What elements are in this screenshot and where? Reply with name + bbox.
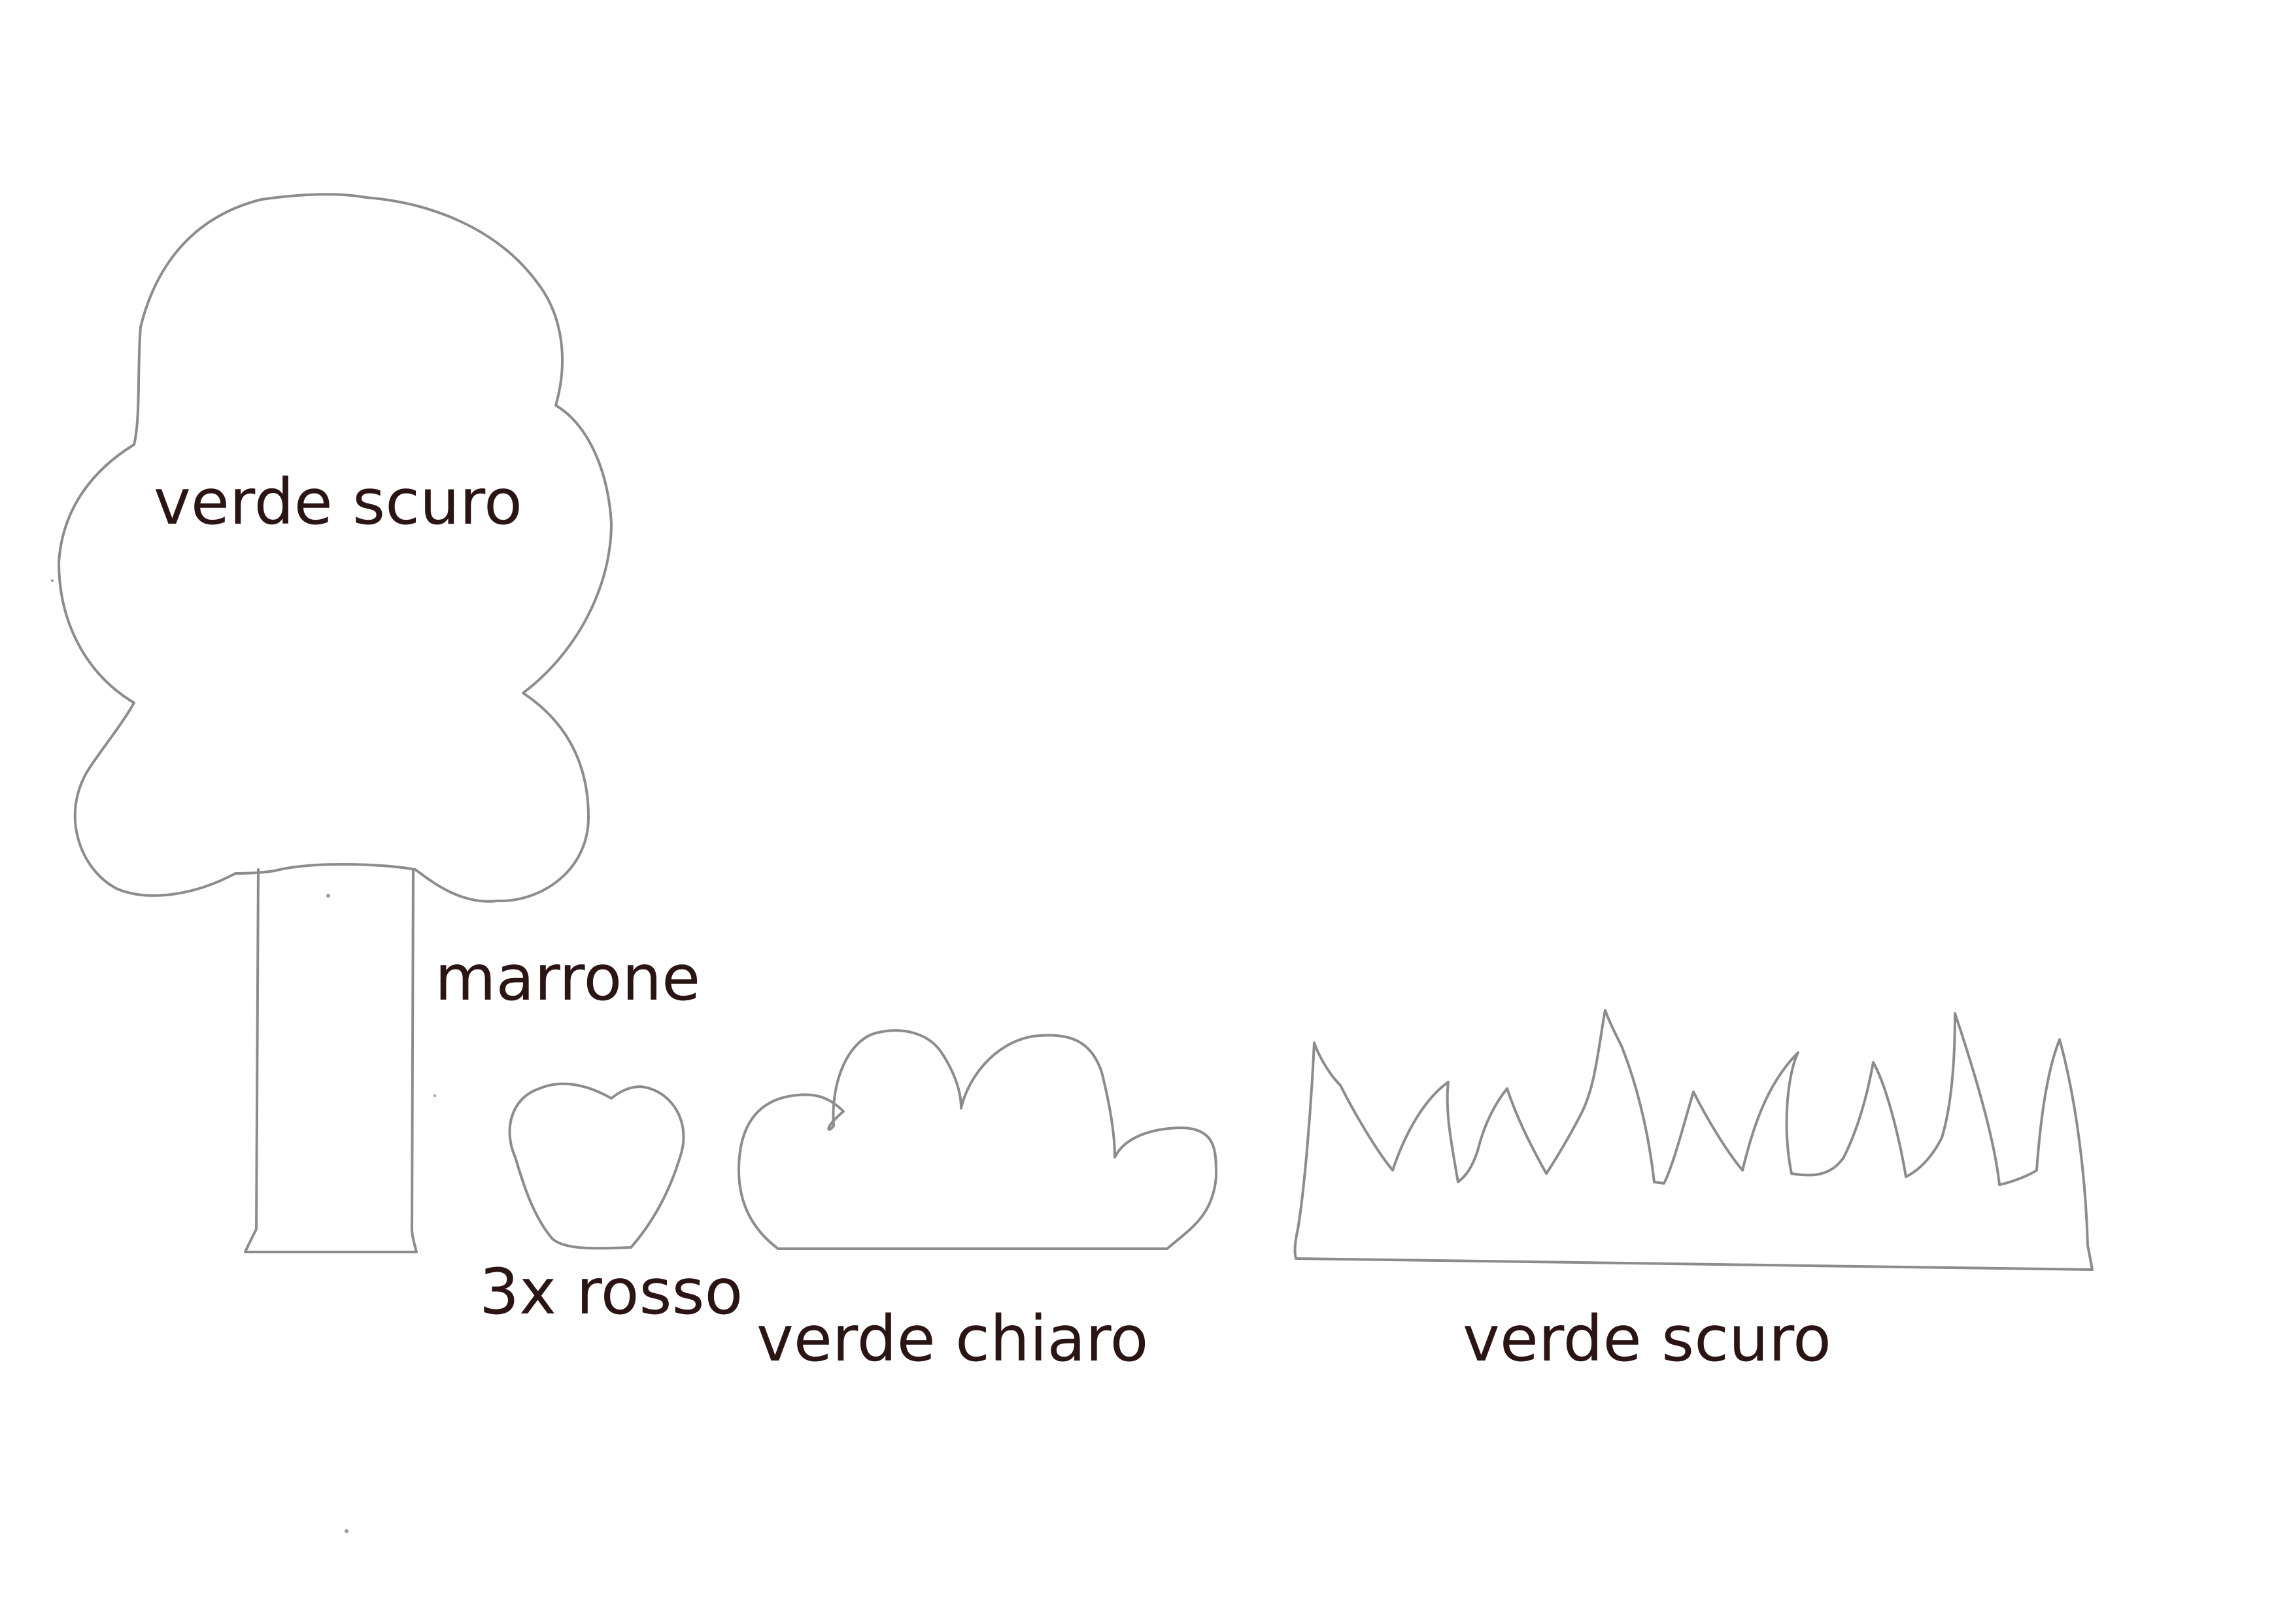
paper-speck — [51, 579, 54, 582]
tree-crown-label: verde scuro — [154, 465, 522, 539]
bush-label: verde chiaro — [756, 1302, 1149, 1376]
apple-outline — [508, 1082, 685, 1250]
bush-outline — [738, 1029, 1217, 1250]
paper-speck — [326, 894, 330, 898]
tree-trunk-outline — [244, 868, 418, 1253]
grass-label: verde scuro — [1463, 1302, 1831, 1376]
tree-crown-outline — [58, 193, 613, 903]
tree-trunk-label: marrone — [435, 941, 701, 1015]
apple-label: 3x rosso — [479, 1255, 743, 1328]
paper-speck — [433, 1094, 436, 1097]
grass-outline — [1293, 1009, 2094, 1271]
paper-speck — [345, 1529, 348, 1533]
